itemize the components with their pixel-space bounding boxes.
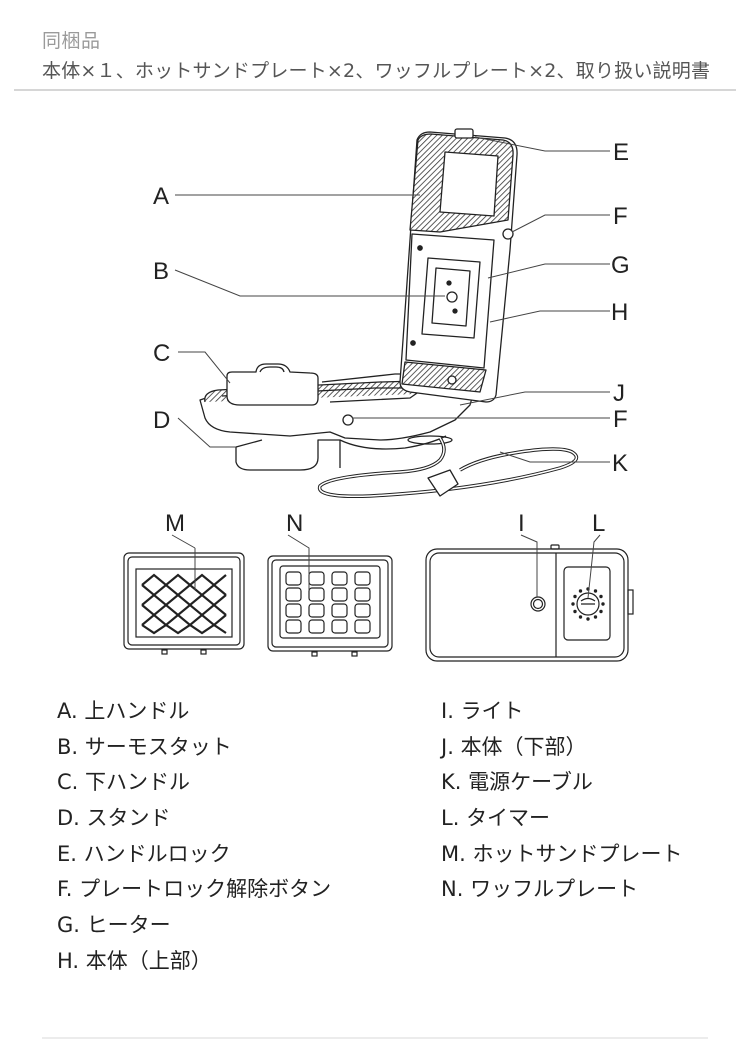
contents-title: 同梱品 bbox=[42, 30, 101, 52]
timer-tick bbox=[573, 594, 577, 599]
waffle-cell bbox=[331, 619, 348, 634]
callout-l: L bbox=[592, 510, 605, 537]
legend-item: H. 本体（上部） bbox=[57, 948, 212, 973]
timer-tick bbox=[593, 589, 598, 593]
callout-c: C bbox=[153, 340, 170, 367]
callout-k: K bbox=[612, 450, 628, 477]
stand bbox=[235, 439, 341, 471]
thermostat bbox=[446, 291, 458, 303]
callout-e: E bbox=[613, 139, 629, 166]
top-divider bbox=[14, 89, 736, 91]
waffle-cell bbox=[308, 587, 325, 602]
waffle-cell bbox=[354, 587, 371, 602]
waffle-cell bbox=[285, 571, 302, 586]
callout-f-lower: F bbox=[613, 406, 628, 433]
timer-tick bbox=[573, 609, 577, 614]
callout-f-upper: F bbox=[613, 203, 628, 230]
parts-diagram: A B C D E F G H J F K bbox=[123, 128, 634, 662]
waffle-cell bbox=[354, 571, 371, 586]
legend-item: F. プレートロック解除ボタン bbox=[57, 877, 332, 902]
callout-n: N bbox=[286, 510, 303, 537]
contents-list: 本体×１、ホットサンドプレート×2、ワッフルプレート×2、取り扱い説明書 bbox=[42, 60, 711, 82]
waffle-cell bbox=[285, 619, 302, 634]
waffle-cell bbox=[331, 587, 348, 602]
waffle-cell bbox=[285, 587, 302, 602]
callout-a: A bbox=[153, 183, 169, 210]
legend-item: M. ホットサンドプレート bbox=[441, 841, 683, 866]
legend-item: G. ヒーター bbox=[57, 913, 171, 938]
legend-item: E. ハンドルロック bbox=[57, 841, 231, 866]
waffle-cell bbox=[331, 571, 348, 586]
timer-tick bbox=[571, 602, 575, 606]
legend-item: C. 下ハンドル bbox=[57, 770, 191, 795]
legend-left: A. 上ハンドル B. サーモスタット C. 下ハンドル D. スタンド E. … bbox=[57, 694, 331, 980]
legend-item: N. ワッフルプレート bbox=[441, 877, 639, 902]
waffle-cell bbox=[308, 603, 325, 618]
legend-item: A. 上ハンドル bbox=[57, 699, 190, 723]
callout-i: I bbox=[518, 510, 525, 537]
lower-handle bbox=[226, 363, 319, 406]
callout-d: D bbox=[153, 407, 170, 434]
timer-tick bbox=[586, 617, 590, 621]
timer-tick bbox=[578, 589, 583, 593]
timer-tick bbox=[593, 615, 598, 619]
callout-j: J bbox=[613, 380, 625, 407]
callout-h: H bbox=[611, 299, 628, 326]
bottom-divider bbox=[42, 1037, 708, 1039]
timer-tick bbox=[601, 602, 605, 606]
legend-item: I. ライト bbox=[441, 699, 524, 723]
sandwich-maker-illustration bbox=[199, 128, 579, 499]
handle-lock bbox=[454, 128, 474, 139]
timer-tick bbox=[578, 615, 583, 619]
waffle-cell bbox=[354, 603, 371, 618]
callout-b: B bbox=[153, 258, 169, 285]
leader-lines bbox=[174, 136, 610, 463]
main-unit-top-view bbox=[425, 544, 634, 662]
waffle-cell bbox=[331, 603, 348, 618]
waffle-plate bbox=[267, 555, 393, 657]
callout-g: G bbox=[611, 252, 630, 279]
hot-sand-plate bbox=[123, 552, 245, 655]
light-indicator bbox=[530, 596, 546, 612]
legend-item: L. タイマー bbox=[441, 806, 551, 831]
legend-item: K. 電源ケーブル bbox=[441, 770, 593, 795]
timer-tick bbox=[599, 609, 603, 614]
waffle-cell bbox=[354, 619, 371, 634]
legend-right: I. ライト J. 本体（下部） K. 電源ケーブル L. タイマー M. ホッ… bbox=[441, 694, 682, 908]
legend-item: J. 本体（下部） bbox=[441, 734, 587, 759]
callout-m: M bbox=[165, 510, 185, 537]
legend-item: D. スタンド bbox=[57, 806, 171, 831]
plate-release-button-lower bbox=[342, 414, 354, 426]
timer-tick bbox=[599, 594, 603, 599]
legend-item: B. サーモスタット bbox=[57, 734, 232, 759]
waffle-cell bbox=[285, 603, 302, 618]
timer-dial bbox=[576, 592, 600, 616]
waffle-cell bbox=[308, 619, 325, 634]
plate-release-button-upper bbox=[502, 228, 514, 240]
plug bbox=[427, 469, 459, 497]
